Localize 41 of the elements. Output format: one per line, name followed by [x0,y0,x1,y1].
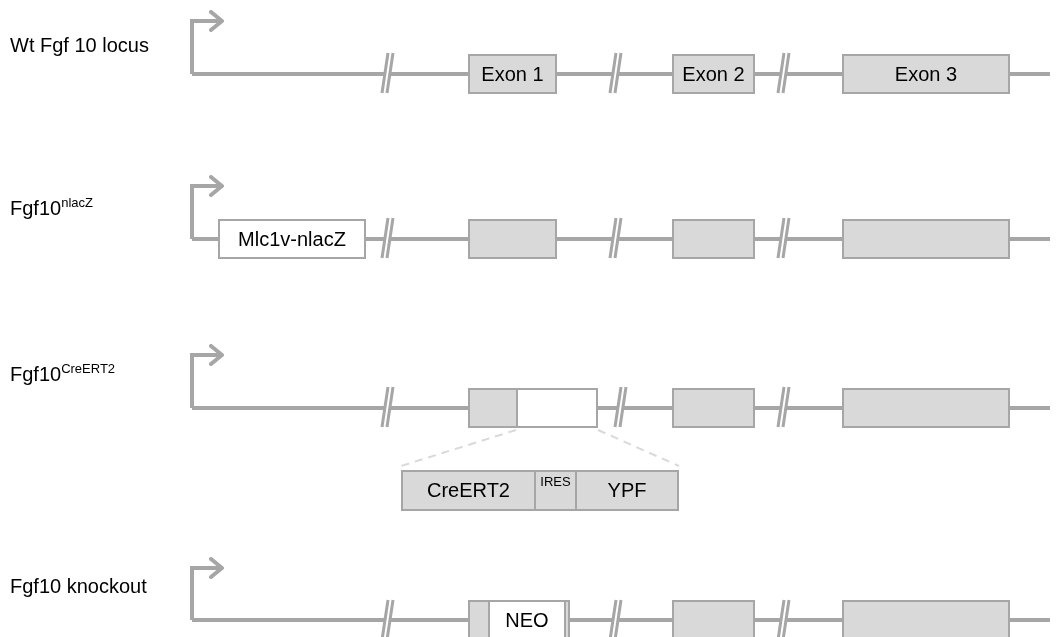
backbone-line [570,618,672,622]
backbone-line [755,72,842,76]
backbone-line [755,618,842,622]
backbone-line [755,406,842,410]
gene-segment-box: CreERT2 [401,470,536,511]
exon-box [672,388,755,428]
gene-segment-box: IRES [534,470,577,511]
exon-box [672,600,755,637]
promoter-arrow [190,344,470,410]
allele-label: Fgf10$^{nlacZ}$ [10,195,93,220]
backbone-line [1010,406,1050,410]
gene-segment-box: Exon 2 [672,54,755,94]
gene-segment-box: YPF [575,470,679,511]
exon-box [842,600,1010,637]
zoom-line [400,429,517,467]
gene-segment-box: Exon 1 [468,54,557,94]
allele-label: Fgf10$^{CreERT2}$ [10,361,116,386]
exon-box [468,219,557,259]
backbone-line [557,72,672,76]
promoter-arrow [190,175,224,241]
backbone-line [1010,237,1050,241]
exon-box [672,219,755,259]
exon-box [842,219,1010,259]
exon-box [468,388,518,428]
backbone-line [598,406,672,410]
promoter-arrow [190,10,470,76]
gene-segment-box: Mlc1v-nlacZ [218,219,366,259]
promoter-arrow [190,557,470,622]
insert-box [516,388,598,428]
allele-label: Wt Fgf 10 locus [10,34,149,57]
backbone-line [1010,72,1050,76]
backbone-line [366,237,468,241]
gene-segment-box: NEO [488,600,566,637]
backbone-line [1010,618,1050,622]
exon-box [842,388,1010,428]
gene-segment-box: Exon 3 [842,54,1010,94]
backbone-line [755,237,842,241]
zoom-line [597,429,680,467]
backbone-line [557,237,672,241]
allele-label: Fgf10 knockout [10,575,147,598]
exon-box [468,600,570,637]
